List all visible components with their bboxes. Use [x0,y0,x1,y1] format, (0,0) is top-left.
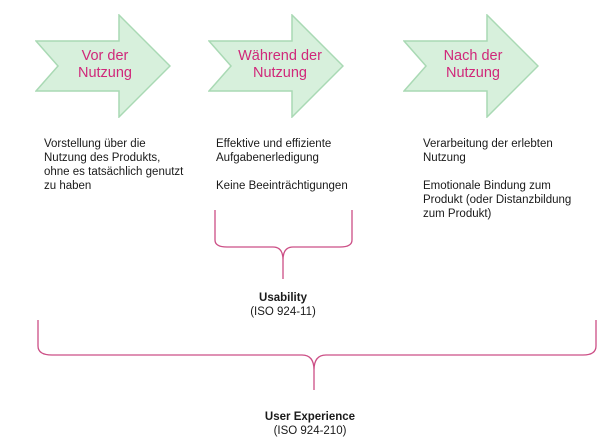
phase-label-line-2: Nutzung [445,65,500,81]
phase-description-during-use: Effektive und effiziente Aufgabenerledig… [216,137,376,193]
arrow-shape [35,14,171,118]
arrow-polygon [403,14,539,118]
phase-label-line-1: Nach der [443,48,503,64]
phase-label: Während der Nutzung [220,48,340,82]
usability-title: Usability [259,292,307,304]
phase-label: Vor der Nutzung [45,48,165,82]
description-paragraph: Emotionale Bindung zum Produkt (oder Dis… [423,180,572,220]
description-paragraph: Verarbeitung der erlebten Nutzung [423,138,553,164]
phase-label: Nach der Nutzung [413,48,533,82]
arrow-shape [403,14,539,118]
phase-arrow-after-use: Nach der Nutzung [403,14,539,118]
phase-arrow-during-use: Während der Nutzung [208,14,344,118]
usability-standard: (ISO 924-11) [250,306,316,318]
phase-label-line-2: Nutzung [77,65,132,81]
usability-brace [214,210,353,279]
description-paragraph: Keine Beeinträchtigungen [216,180,348,192]
usability-caption: Usability (ISO 924-11) [223,291,343,319]
phase-label-line-1: Während der [238,48,322,64]
phase-arrow-before-use: Vor der Nutzung [35,14,171,118]
brace-path [37,320,597,390]
phase-description-before-use: Vorstellung über die Nutzung des Produkt… [44,137,184,193]
phase-label-line-2: Nutzung [252,65,307,81]
arrow-polygon [208,14,344,118]
arrow-polygon [35,14,171,118]
user-experience-standard: (ISO 924-210) [273,425,347,437]
description-paragraph: Effektive und effiziente Aufgabenerledig… [216,138,332,164]
arrow-shape [208,14,344,118]
user-experience-caption: User Experience (ISO 924-210) [230,410,390,438]
brace-path [214,210,353,279]
phase-description-after-use: Verarbeitung der erlebten Nutzung Emotio… [423,137,573,221]
description-paragraph: Vorstellung über die Nutzung des Produkt… [44,138,184,192]
user-experience-brace [37,320,597,390]
phase-label-line-1: Vor der [81,48,129,64]
user-experience-title: User Experience [264,411,356,423]
